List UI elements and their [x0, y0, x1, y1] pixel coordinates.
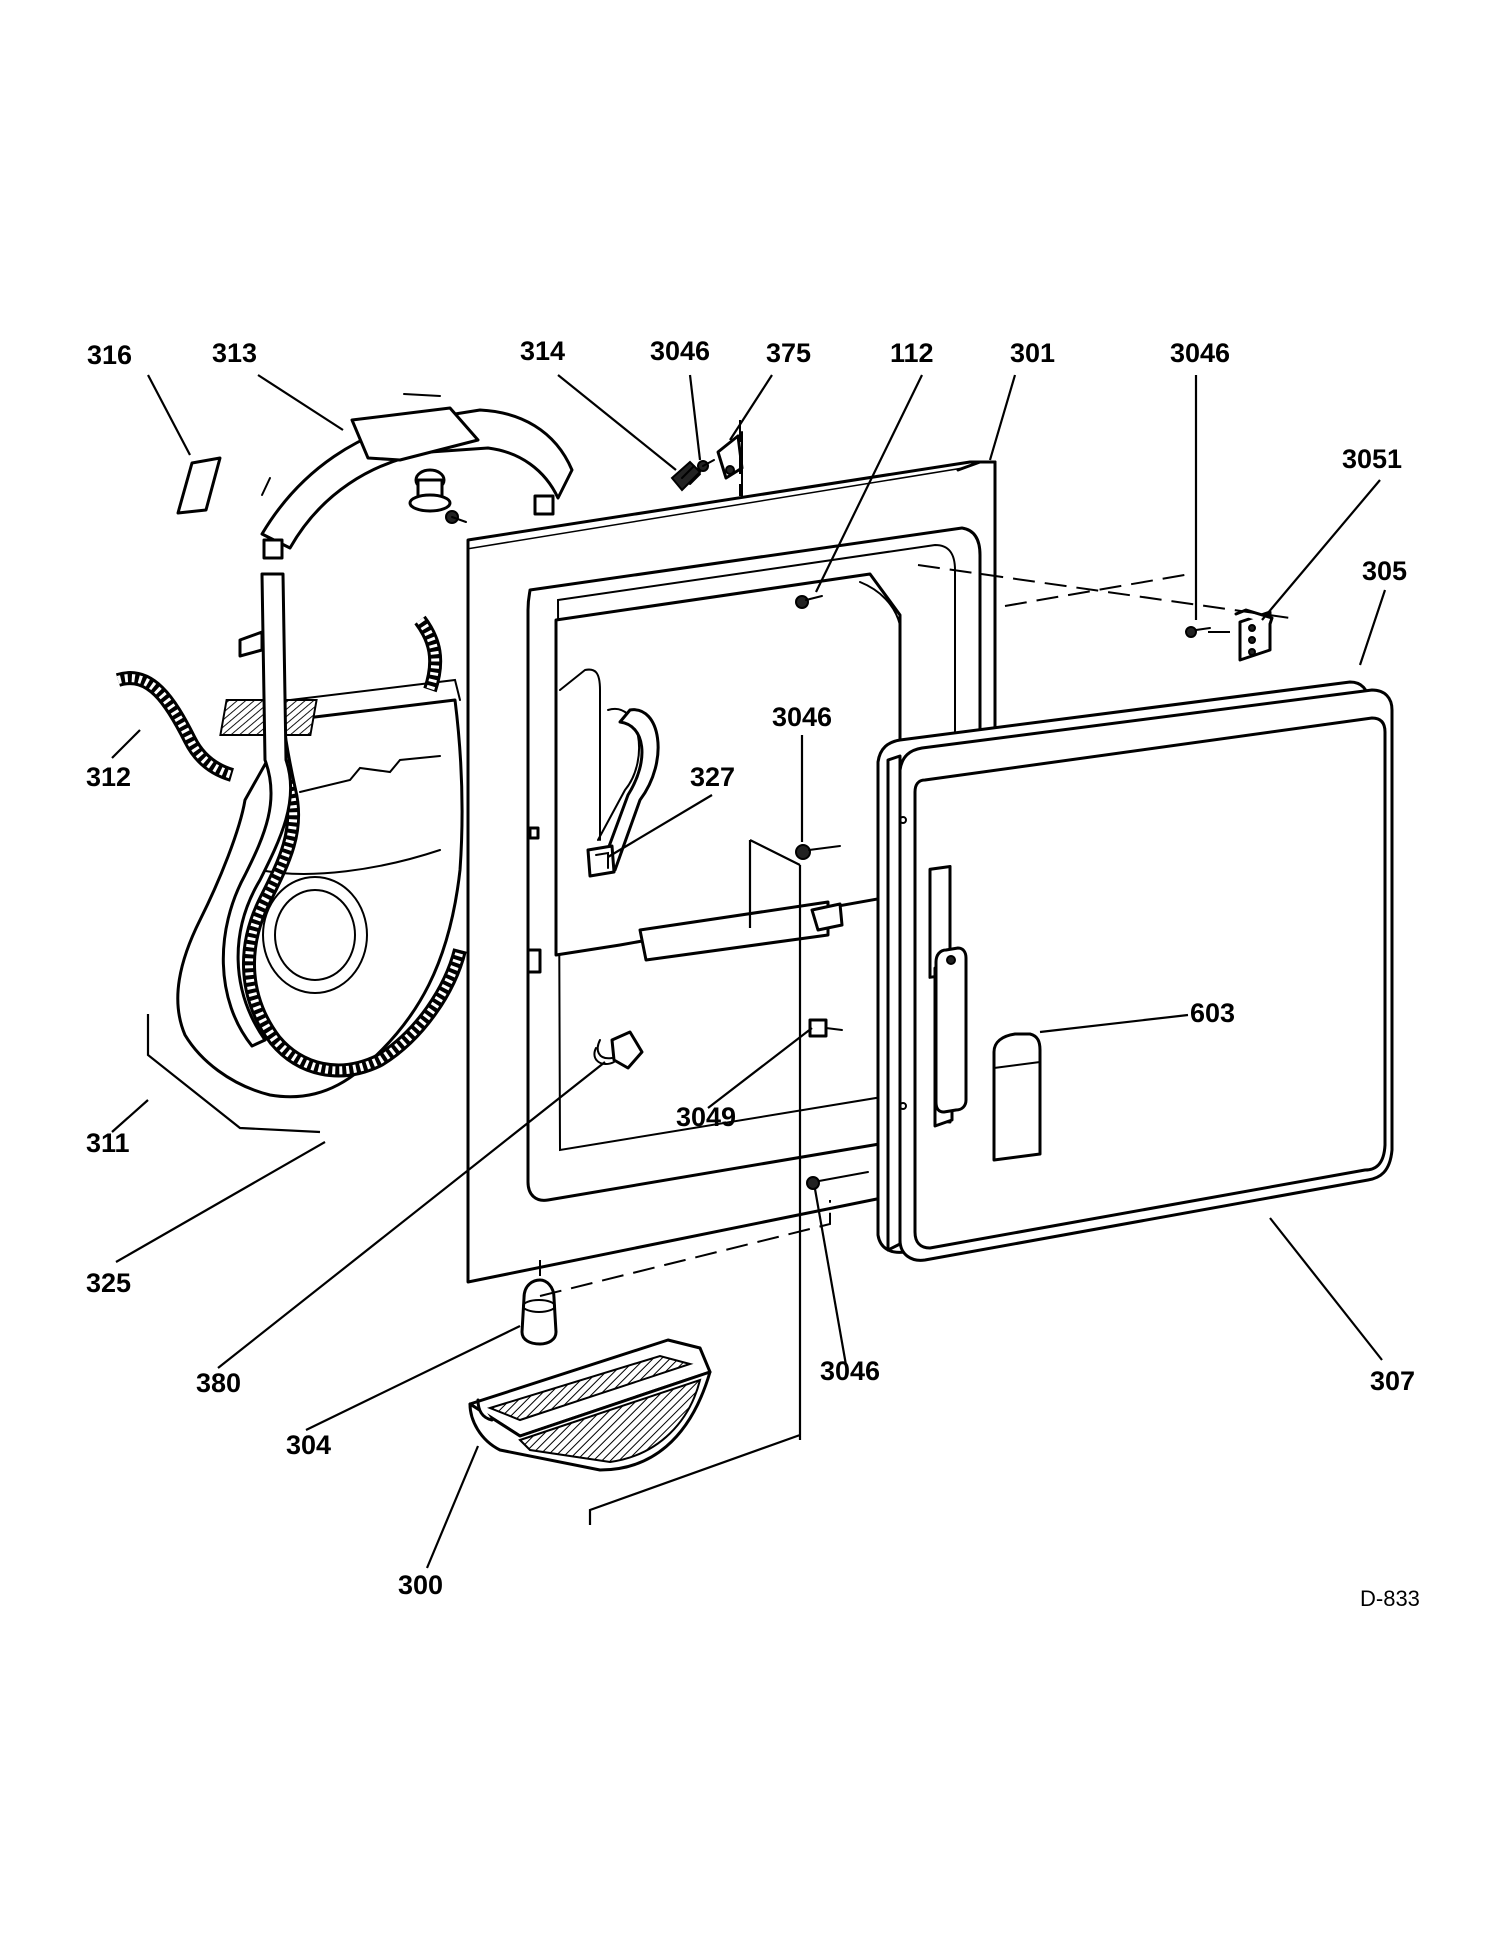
callout-300: 300	[398, 1570, 443, 1600]
drum-seal-frame	[221, 572, 293, 1048]
callout-603: 603	[1190, 998, 1235, 1028]
thermostat-assembly	[408, 468, 467, 524]
part-313-top-bracket	[260, 393, 574, 560]
callout-304: 304	[286, 1430, 331, 1460]
callout-312: 312	[86, 762, 131, 792]
part-300-filter-housing	[468, 1338, 712, 1472]
part-312-gasket	[115, 671, 235, 782]
callout-305: 305	[1362, 556, 1407, 586]
callout-3049: 3049	[676, 1102, 736, 1132]
callout-3051: 3051	[1342, 444, 1402, 474]
screw-112	[795, 595, 823, 609]
screw-3046-mid	[795, 844, 841, 860]
callout-311: 311	[86, 1128, 130, 1158]
part-3049-catch	[808, 1018, 843, 1038]
callout-301: 301	[1010, 338, 1055, 368]
callout-380: 380	[196, 1368, 241, 1398]
part-603-door-handle	[934, 946, 968, 1114]
callout-314: 314	[520, 336, 565, 366]
part-301-front-panel	[466, 460, 997, 1284]
screw-3046-top	[697, 459, 715, 472]
part-316-label-strip	[176, 456, 222, 515]
diagram-code: D-833	[1360, 1586, 1420, 1611]
part-304-foot	[520, 1278, 558, 1346]
part-314-door-switch	[670, 460, 702, 492]
screw-3046-bottom	[806, 1171, 869, 1190]
callout-375: 375	[766, 338, 811, 368]
callout-327: 327	[690, 762, 735, 792]
callout-3046-mid: 3046	[772, 702, 832, 732]
callout-labels: 316 313 314 3046 375 112 301 3046 3051 3…	[86, 336, 1420, 1611]
callout-3046-bottom: 3046	[820, 1356, 880, 1386]
callout-325: 325	[86, 1268, 131, 1298]
leader-lines	[111, 374, 1387, 1569]
callout-112: 112	[890, 338, 934, 368]
callout-316: 316	[87, 340, 132, 370]
part-327-door-strike	[586, 844, 616, 878]
part-3051-hinge	[1234, 608, 1274, 662]
alignment-lines	[146, 420, 1291, 1525]
part-380-switch-knob	[593, 1030, 644, 1070]
callout-3046-right: 3046	[1170, 338, 1230, 368]
callout-313: 313	[212, 338, 257, 368]
screw-3046-right	[1185, 626, 1211, 638]
callout-3046-top: 3046	[650, 336, 710, 366]
part-307-door	[886, 688, 1394, 1262]
callout-307: 307	[1370, 1366, 1415, 1396]
part-375-switch-bracket	[716, 431, 744, 497]
